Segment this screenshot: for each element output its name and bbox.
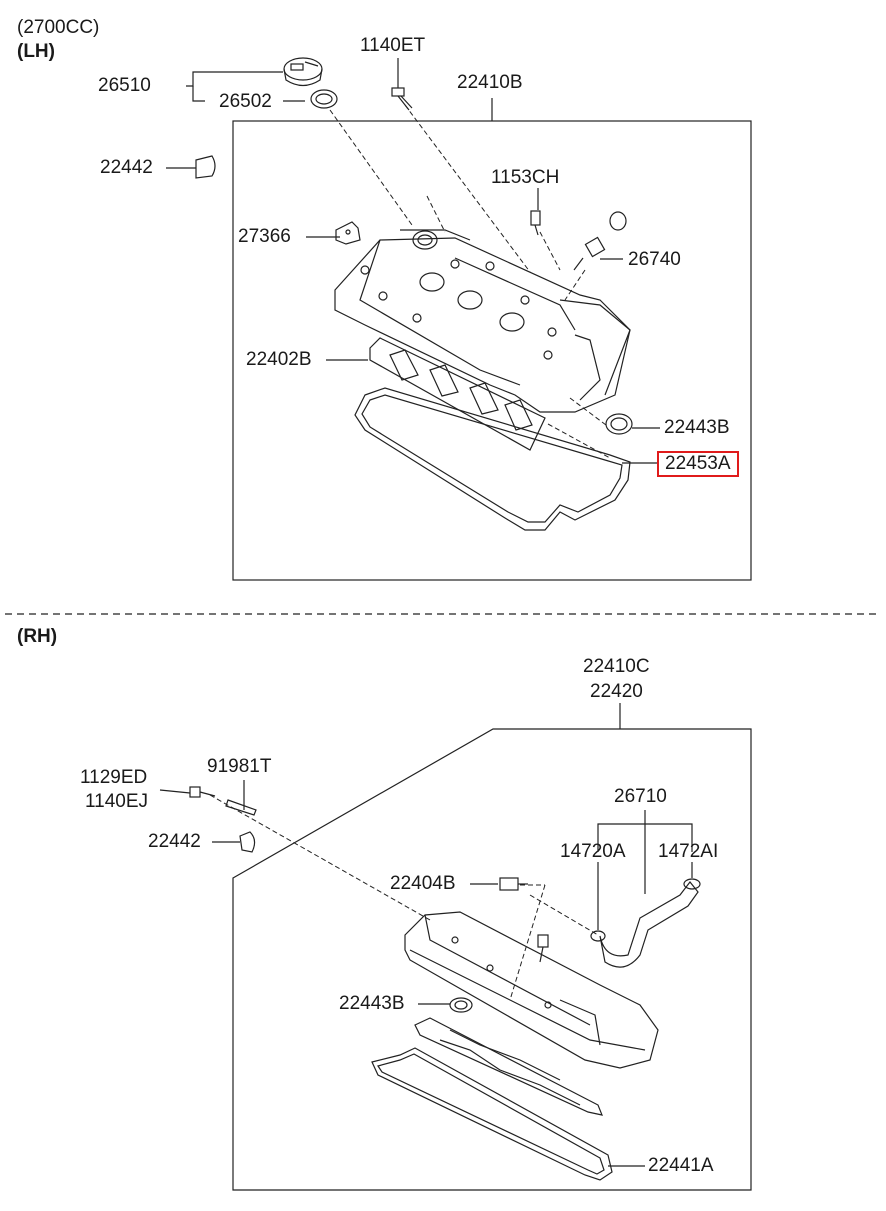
part-label-1153CH[interactable]: 1153CH [491, 167, 560, 188]
rh-cover [404, 911, 659, 1069]
gasket-22453A [354, 387, 631, 531]
part-label-1472AI[interactable]: 1472AI [658, 841, 719, 862]
part-label-22443B[interactable]: 22443B [664, 417, 730, 438]
part-label-91981T[interactable]: 91981T [207, 756, 272, 777]
part-label-26740[interactable]: 26740 [628, 249, 681, 270]
part-label-1129ED[interactable]: 1129ED [80, 767, 148, 788]
rh-frame [232, 728, 752, 1191]
lh-cover [334, 237, 631, 413]
part-label-26502[interactable]: 26502 [219, 91, 272, 112]
part-label-22420[interactable]: 22420 [590, 681, 643, 702]
lh-section-title: (LH) [17, 41, 55, 62]
leader-1129ED [159, 789, 191, 794]
part-label-22441A[interactable]: 22441A [648, 1155, 714, 1176]
part-label-1140ET[interactable]: 1140ET [360, 35, 426, 56]
part-label-1140EJ[interactable]: 1140EJ [85, 791, 149, 812]
rh-section-title: (RH) [17, 626, 58, 647]
engine-label: (2700CC) [17, 17, 100, 38]
part-label-22442-rh[interactable]: 22442 [148, 831, 201, 852]
part-label-27366[interactable]: 27366 [238, 226, 291, 247]
part-label-22410C[interactable]: 22410C [583, 656, 650, 677]
part-label-26510[interactable]: 26510 [98, 75, 151, 96]
part-label-22442[interactable]: 22442 [100, 157, 153, 178]
part-label-22453A-highlighted[interactable]: 22453A [657, 451, 739, 477]
part-label-26710[interactable]: 26710 [614, 786, 667, 807]
leader-26510 [186, 71, 283, 87]
part-label-14720A[interactable]: 14720A [560, 841, 626, 862]
gasket-22441A [371, 1047, 613, 1181]
part-label-22410B[interactable]: 22410B [457, 72, 523, 93]
part-label-22402B[interactable]: 22402B [246, 349, 312, 370]
part-label-22404B[interactable]: 22404B [390, 873, 456, 894]
part-label-22443B-rh[interactable]: 22443B [339, 993, 405, 1014]
